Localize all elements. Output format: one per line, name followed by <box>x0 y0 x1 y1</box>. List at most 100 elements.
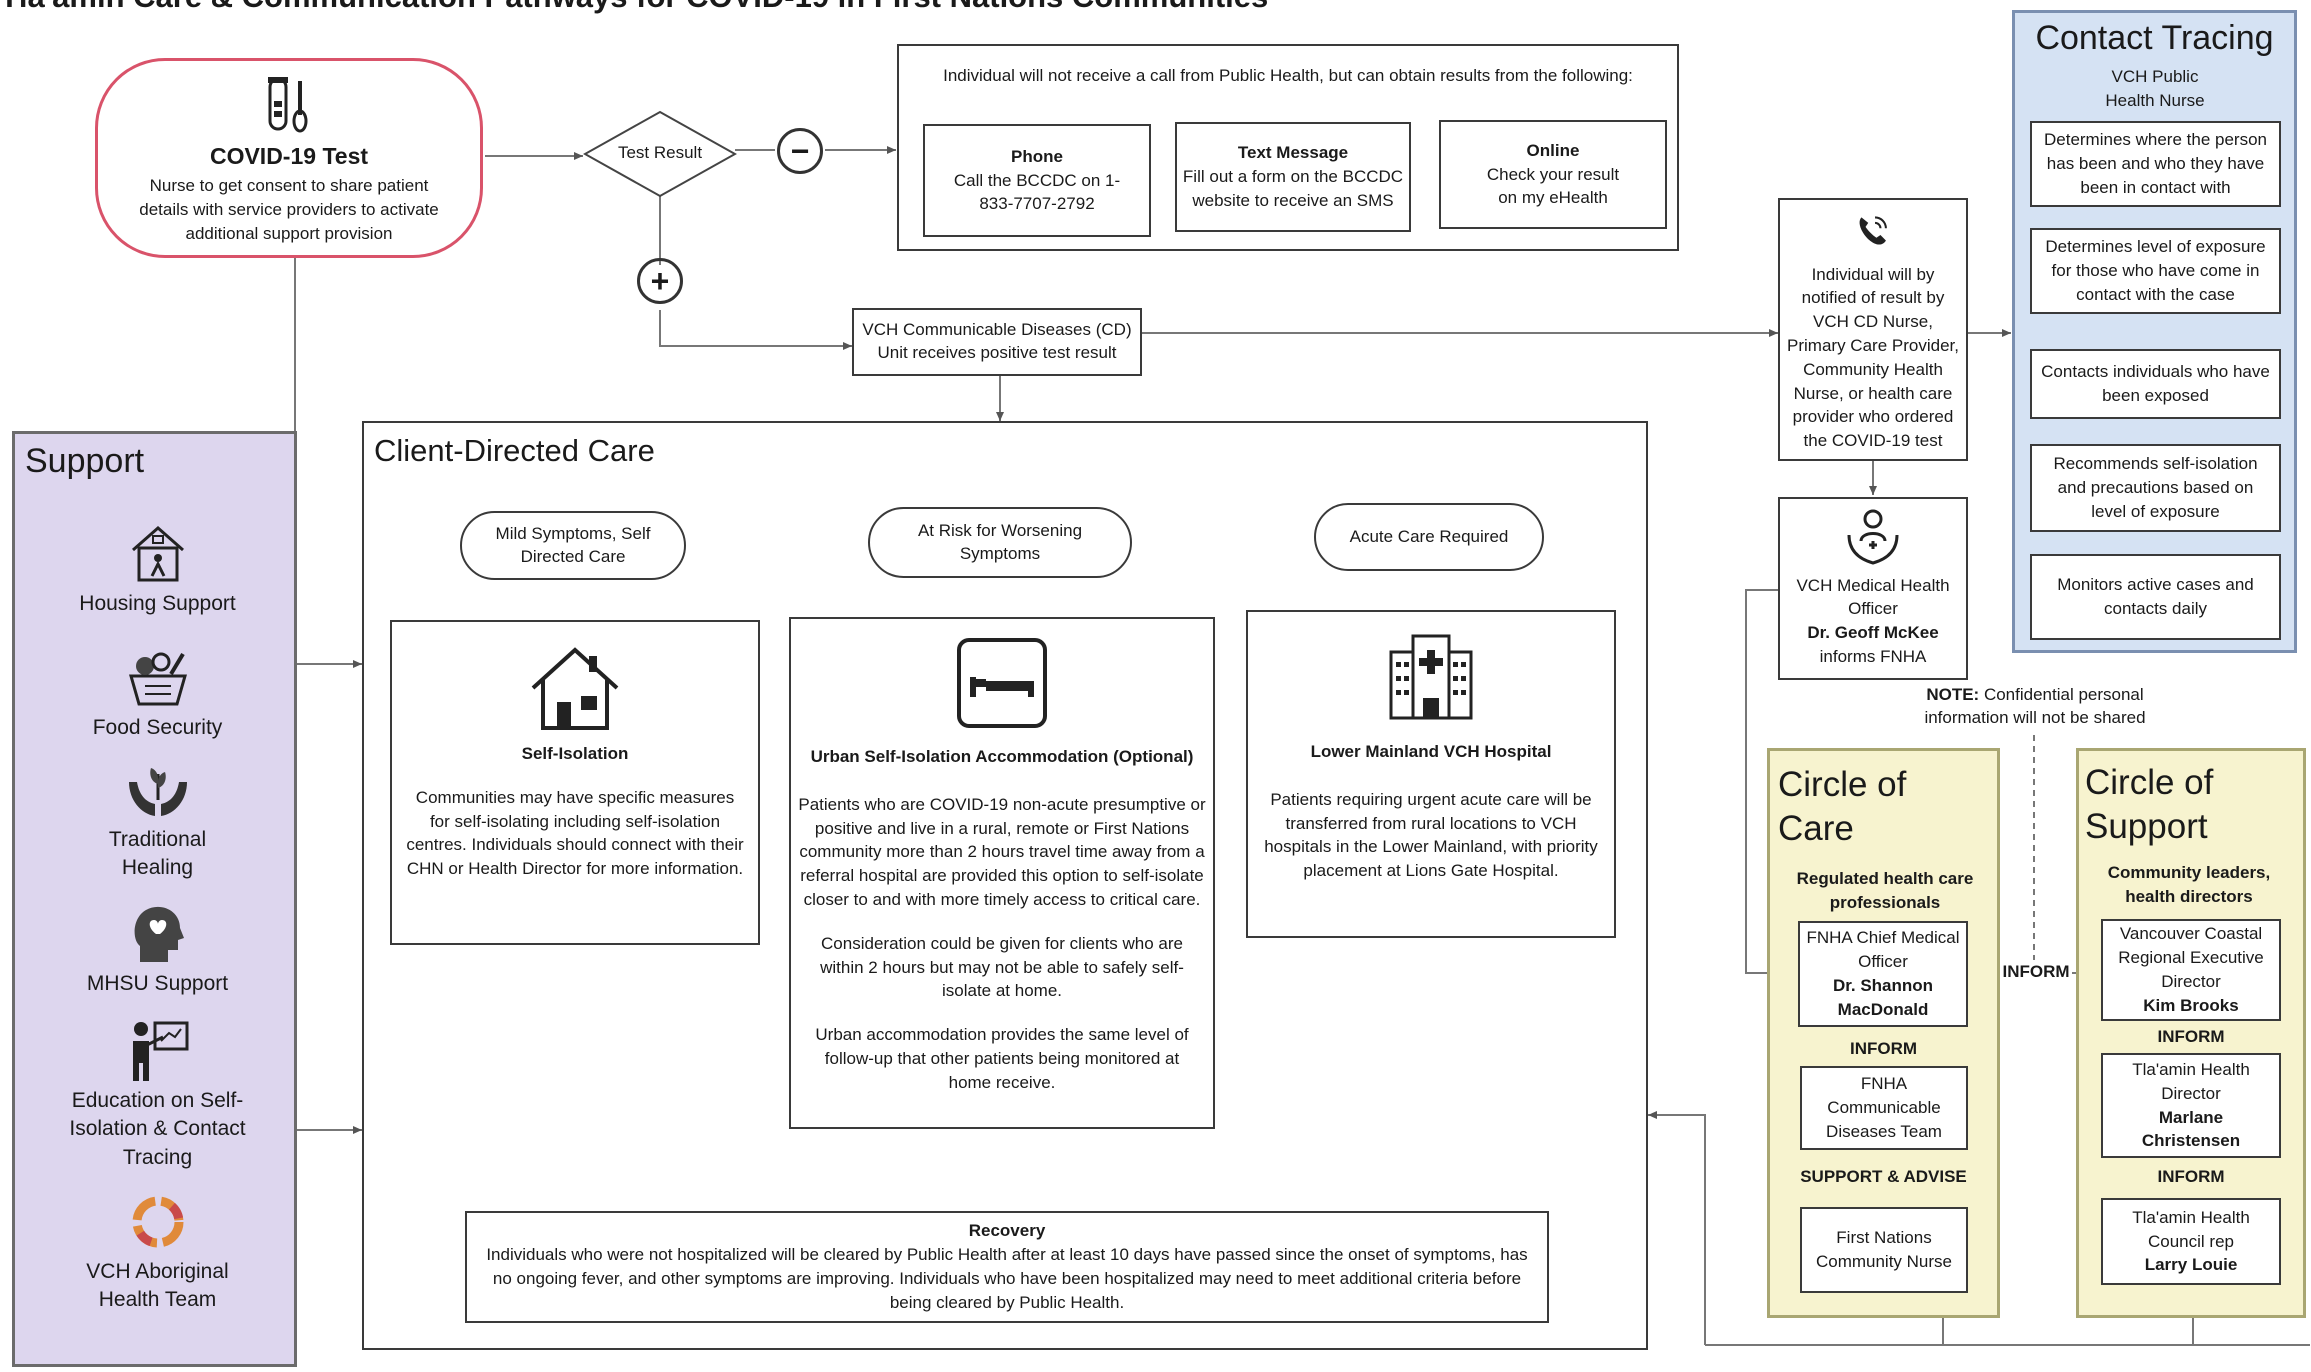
note-text: Confidential personal information will n… <box>1924 685 2146 727</box>
self-isolation-heading: Self-Isolation <box>521 744 629 763</box>
teacher-board-icon <box>132 1021 188 1081</box>
phone-option-text: Call the BCCDC on 1-833-7707-2792 <box>953 170 1121 214</box>
circle-of-support-title: Circle of Support <box>2085 763 2214 846</box>
urban-accommodation-paragraph: Consideration could be given for clients… <box>820 933 1184 1001</box>
urban-accommodation-paragraph: Urban accommodation provides the same le… <box>815 1025 1189 1092</box>
hospital-heading: Lower Mainland VCH Hospital <box>1310 742 1552 761</box>
phone-option: Phone Call the BCCDC on 1-833-7707-2792 <box>923 124 1151 237</box>
support-connector-inform: INFORM <box>2157 1027 2225 1046</box>
support-item-label: MHSU Support <box>86 972 229 995</box>
support-item-mhsu: MHSU Support <box>25 904 290 998</box>
result-notification-box: Individual will by notified of result by… <box>1778 198 1968 461</box>
results-intro: Individual will not receive a call from … <box>943 66 1633 85</box>
plus-symbol: + <box>650 262 670 299</box>
house-icon <box>531 647 619 730</box>
council-rep-title: Tla'amin Health Council rep <box>2132 1207 2250 1251</box>
contact-tracing-step: Determines where the person has been and… <box>2030 121 2281 207</box>
phone-option-title: Phone <box>1011 146 1063 166</box>
regional-director-title: Vancouver Coastal Regional Executive Dir… <box>2118 924 2264 991</box>
support-item-label: Education on Self-Isolation & Contact Tr… <box>69 1089 246 1169</box>
covid-test-box: COVID-19 Test Nurse to get consent to sh… <box>95 58 483 258</box>
care-connector-support-advise: SUPPORT & ADVISE <box>1800 1167 1967 1186</box>
confidentiality-note: NOTE: Confidential personal information … <box>1900 684 2170 730</box>
bed-icon <box>957 638 1047 728</box>
council-rep-name: Larry Louie <box>2144 1255 2238 1275</box>
health-director-box: Tla'amin Health Director Marlane Christe… <box>2101 1053 2281 1158</box>
regional-director-name: Kim Brooks <box>2143 995 2239 1015</box>
result-notification-text: Individual will by notified of result by… <box>1787 264 1959 451</box>
test-result-label: Test Result <box>617 143 703 162</box>
self-isolation-box: Self-Isolation Communities may have spec… <box>390 620 760 945</box>
hospital-box: Lower Mainland VCH Hospital Patients req… <box>1246 610 1616 938</box>
circle-of-care-panel: Circle of Care Regulated health care pro… <box>1767 748 2000 1318</box>
health-director-name: Marlane Christensen <box>2141 1107 2241 1151</box>
recovery-text: Individuals who were not hospitalized wi… <box>486 1245 1528 1312</box>
contact-tracing-step: Monitors active cases and contacts daily <box>2030 554 2281 640</box>
contact-tracing-panel: Contact Tracing VCH Public Health Nurse … <box>2012 10 2297 653</box>
support-panel: Support Housing Support Food Security <box>12 431 297 1367</box>
medical-officer-name: Dr. Geoff McKee <box>1807 622 1939 642</box>
covid-test-heading: COVID-19 Test <box>209 143 369 169</box>
community-nurse-box: First Nations Community Nurse <box>1800 1207 1968 1293</box>
support-item-aboriginal-health: VCH Aboriginal Health Team <box>25 1192 290 1315</box>
medical-officer-title: VCH Medical Health Officer <box>1796 576 1950 618</box>
vch-cd-unit-box: VCH Communicable Diseases (CD) Unit rece… <box>852 308 1142 376</box>
food-basket-icon <box>128 652 187 706</box>
support-item-label: Housing Support <box>79 592 236 615</box>
mild-symptoms-pill: Mild Symptoms, Self Directed Care <box>460 511 686 580</box>
phone-icon <box>1859 216 1887 245</box>
fnha-cmo-name: Dr. Shannon MacDonald <box>1832 976 1934 1019</box>
support-title: Support <box>25 442 145 480</box>
support-item-food: Food Security <box>25 646 290 742</box>
fnha-cmo-box: FNHA Chief Medical Officer Dr. Shannon M… <box>1798 921 1968 1027</box>
contact-tracing-subtitle: VCH Public Health Nurse <box>2105 67 2205 110</box>
inform-between-circles: INFORM <box>2000 962 2072 982</box>
fnha-cmo-title: FNHA Chief Medical Officer <box>1806 928 1960 972</box>
circle-of-care-subtitle: Regulated health care professionals <box>1796 869 1974 912</box>
medical-officer-informs: informs FNHA <box>1819 646 1927 666</box>
support-item-education: Education on Self-Isolation & Contact Tr… <box>25 1019 290 1172</box>
acute-care-pill: Acute Care Required <box>1314 503 1544 571</box>
ring-logo-icon <box>132 1196 183 1248</box>
recovery-box: Recovery Individuals who were not hospit… <box>465 1211 1549 1323</box>
fnha-cd-team-box: FNHA Communicable Diseases Team <box>1800 1066 1968 1150</box>
minus-symbol: − <box>790 132 810 169</box>
circle-of-support-subtitle: Community leaders, health directors <box>2107 863 2271 906</box>
house-person-icon <box>131 526 184 582</box>
hands-plant-icon <box>128 768 187 816</box>
test-tube-icon <box>268 77 308 133</box>
hospital-text: Patients requiring urgent acute care wil… <box>1264 789 1598 881</box>
text-message-option-text: Fill out a form on the BCCDC website to … <box>1182 167 1404 210</box>
regional-director-box: Vancouver Coastal Regional Executive Dir… <box>2101 919 2281 1021</box>
support-item-housing: Housing Support <box>25 522 290 618</box>
contact-tracing-step: Contacts individuals who have been expos… <box>2030 349 2281 419</box>
circle-of-support-panel: Circle of Support Community leaders, hea… <box>2076 748 2306 1318</box>
text-message-option: Text Message Fill out a form on the BCCD… <box>1175 122 1411 232</box>
negative-results-panel: Individual will not receive a call from … <box>897 44 1679 251</box>
positive-result-icon: + <box>637 258 683 304</box>
council-rep-box: Tla'amin Health Council rep Larry Louie <box>2101 1198 2281 1285</box>
recovery-heading: Recovery <box>968 1221 1046 1241</box>
urban-accommodation-heading: Urban Self-Isolation Accommodation (Opti… <box>810 747 1194 766</box>
client-care-title: Client-Directed Care <box>374 433 655 468</box>
circle-of-care-title: Circle of Care <box>1778 765 1907 848</box>
contact-tracing-step: Determines level of exposure for those w… <box>2030 228 2281 314</box>
support-item-label: Traditional Healing <box>108 828 207 880</box>
hospital-icon <box>1389 634 1473 720</box>
support-item-label: Food Security <box>92 716 223 739</box>
negative-result-icon: − <box>777 128 823 174</box>
covid-test-text: Nurse to get consent to share patient de… <box>139 176 439 243</box>
contact-tracing-step: Recommends self-isolation and precaution… <box>2030 444 2281 532</box>
care-connector-inform: INFORM <box>1849 1039 1918 1058</box>
health-worker-icon <box>1847 509 1899 565</box>
health-director-title: Tla'amin Health Director <box>2132 1059 2250 1103</box>
online-option-text: Check your result on my eHealth <box>1486 164 1620 208</box>
online-option-title: Online <box>1526 140 1580 160</box>
self-isolation-text: Communities may have specific measures f… <box>406 787 744 879</box>
support-connector-inform: INFORM <box>2157 1167 2225 1186</box>
test-result-diamond <box>583 110 737 198</box>
urban-accommodation-box: Urban Self-Isolation Accommodation (Opti… <box>789 617 1215 1129</box>
online-option: Online Check your result on my eHealth <box>1439 120 1667 229</box>
urban-accommodation-paragraph: Patients who are COVID-19 non-acute pres… <box>798 794 1206 909</box>
support-item-label: VCH Aboriginal Health Team <box>86 1260 229 1312</box>
